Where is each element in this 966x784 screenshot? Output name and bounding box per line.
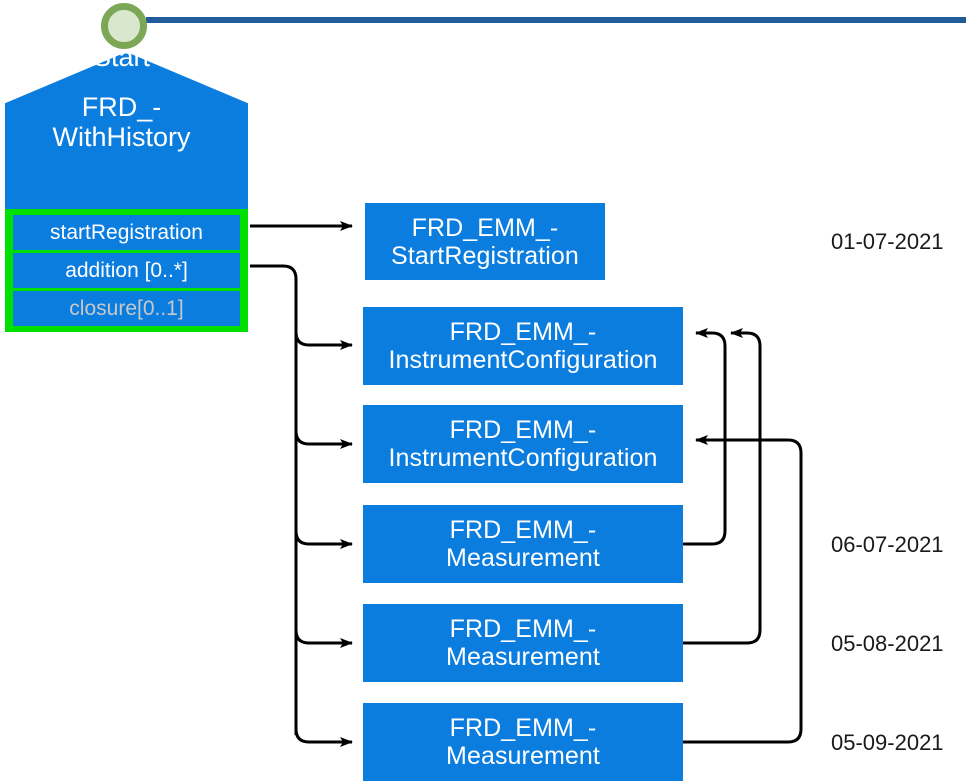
edge-measurement-2-to-instrumentconfiguration-1 — [683, 328, 762, 645]
attribute-row-addition[interactable]: addition [0..*] — [13, 253, 240, 288]
edge-addition-to-measurement-3 — [294, 728, 353, 747]
start-state-circle-icon — [101, 3, 147, 49]
edge-addition-to-measurement-1 — [294, 530, 353, 549]
date-label-measurement-1: 06-07-2021 — [831, 532, 944, 557]
attribute-group: startRegistration addition [0..*] closur… — [5, 209, 248, 332]
start-node-title: Start — [92, 42, 151, 72]
node-instrument-configuration-1[interactable]: FRD_EMM_- InstrumentConfiguration — [363, 307, 683, 385]
date-label-measurement-3: 05-09-2021 — [831, 730, 944, 755]
node-start-registration[interactable]: FRD_EMM_- StartRegistration — [365, 203, 605, 280]
node-measurement-2[interactable]: FRD_EMM_- Measurement — [363, 604, 683, 682]
edge-addition-to-measurement-2 — [294, 629, 353, 648]
node-measurement-3[interactable]: FRD_EMM_- Measurement — [363, 703, 683, 781]
date-label-start-registration: 01-07-2021 — [831, 229, 944, 254]
date-label-measurement-2: 05-08-2021 — [831, 631, 944, 656]
start-node-subtitle: FRD_- WithHistory — [52, 92, 191, 153]
attribute-row-closure[interactable]: closure[0..1] — [13, 291, 240, 326]
node-instrument-configuration-2[interactable]: FRD_EMM_- InstrumentConfiguration — [363, 405, 683, 483]
node-measurement-1[interactable]: FRD_EMM_- Measurement — [363, 505, 683, 583]
edge-measurement-3-to-instrumentconfiguration-2 — [683, 435, 803, 744]
edge-measurement-1-to-instrumentconfiguration-1 — [683, 328, 727, 546]
edge-addition-trunk — [250, 264, 298, 735]
edge-addition-to-instrumentconfiguration-1 — [294, 331, 353, 350]
edge-addition-to-instrumentconfiguration-2 — [294, 430, 353, 449]
attribute-row-start-registration[interactable]: startRegistration — [13, 215, 240, 250]
